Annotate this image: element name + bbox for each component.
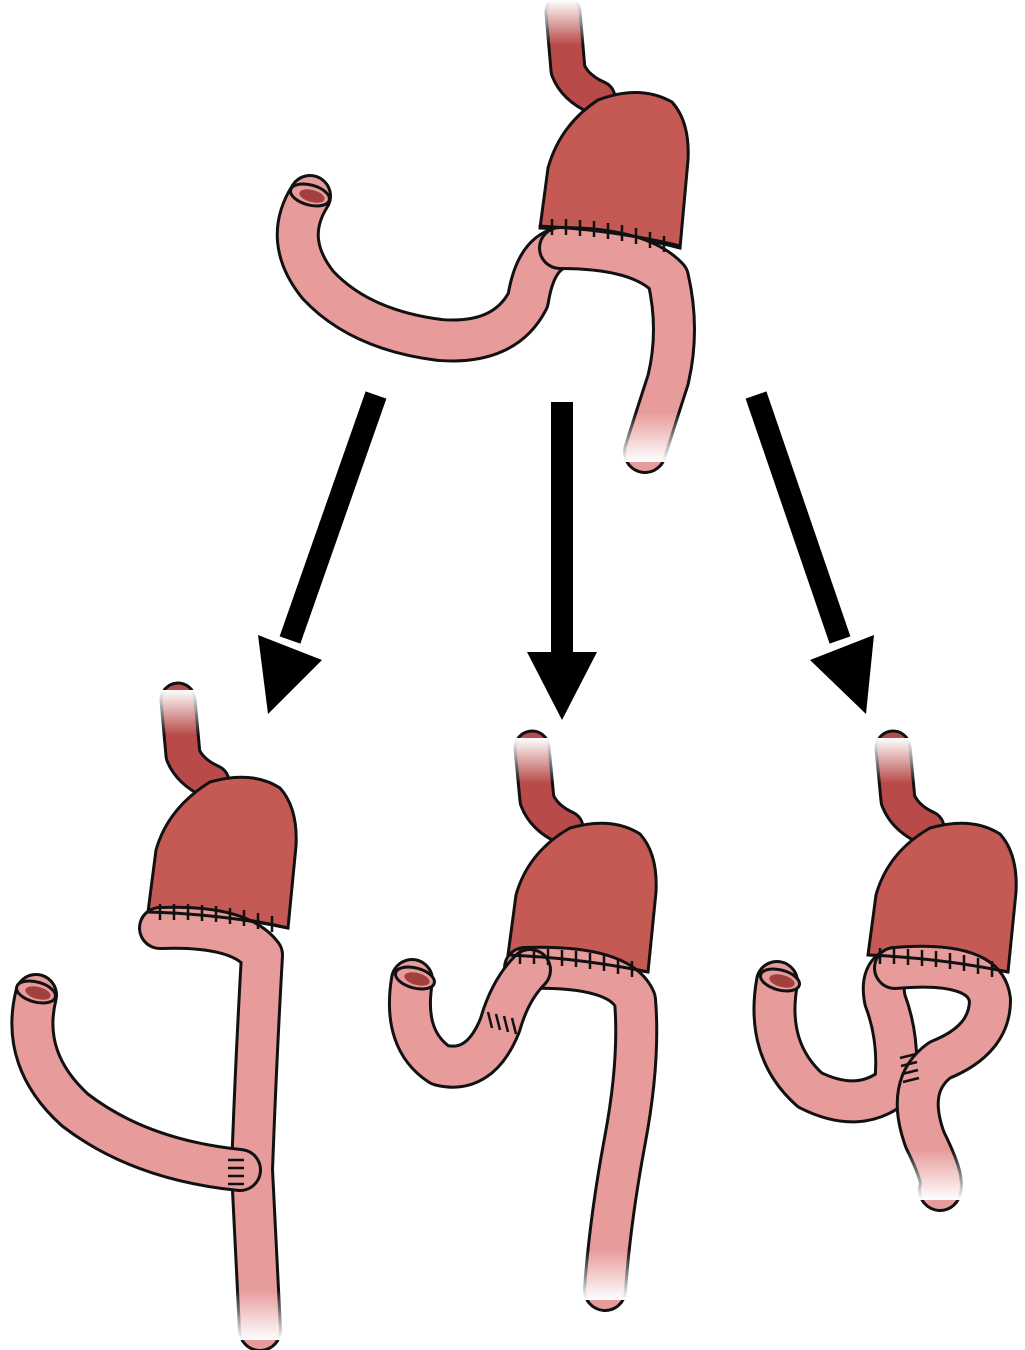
arrow-center [527, 402, 597, 720]
staple-ticks [878, 948, 994, 977]
panel-loop-reconstruction-side-to-side [387, 729, 659, 1312]
staple-ticks [550, 219, 666, 252]
staple-ticks [158, 904, 274, 932]
jejunojejunostomy-sutures [899, 1052, 920, 1084]
arrow-right [745, 391, 874, 714]
jejunojejunostomy-sutures [486, 1011, 518, 1035]
panel-loop-reconstruction-crossing [752, 729, 1018, 1212]
arrow-left [258, 391, 387, 714]
jejunojejunostomy-sutures [228, 1158, 244, 1186]
panel-distal-gastrectomy [275, 0, 696, 474]
staple-line [538, 224, 682, 248]
panel-roux-en-y-reconstruction [10, 681, 305, 1350]
arrows [258, 391, 874, 720]
staple-ticks [518, 948, 634, 977]
